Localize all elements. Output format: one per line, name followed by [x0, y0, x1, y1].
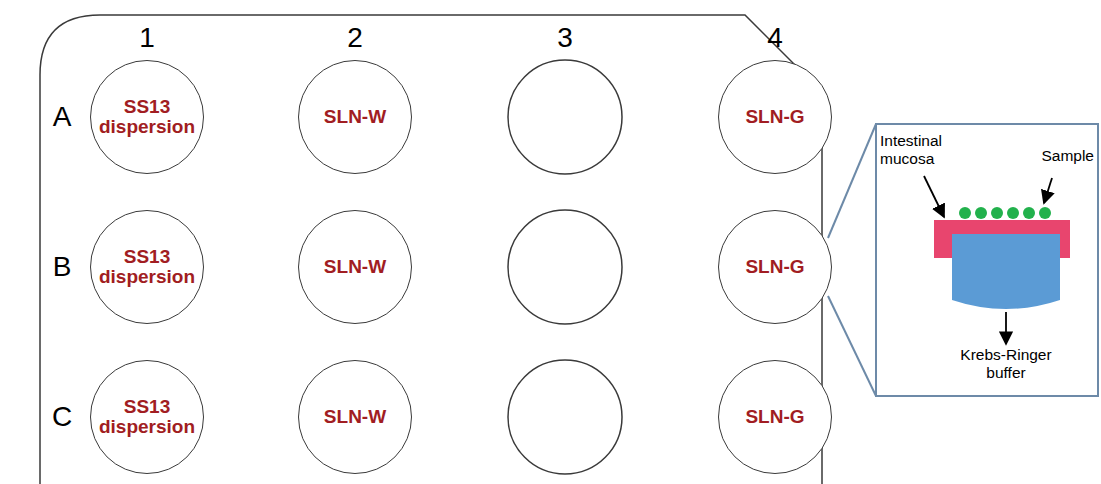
row-letter: A — [53, 101, 72, 133]
sample-name: SS13 dispersion — [95, 97, 199, 137]
empty-well — [508, 210, 622, 324]
plate-outline — [40, 15, 822, 484]
leader-arrow — [1044, 178, 1052, 203]
column-number: 2 — [347, 22, 363, 54]
inset-frame — [876, 124, 1098, 396]
leader-arrow — [1005, 312, 1007, 344]
inset-label: Intestinal mucosa — [880, 132, 966, 168]
empty-well — [508, 60, 622, 174]
leader-arrow — [924, 176, 944, 217]
sample-name: SS13 dispersion — [95, 247, 199, 287]
zoom-line — [828, 124, 876, 238]
zoom-line — [828, 296, 876, 396]
sample-name: SLN-G — [745, 107, 804, 127]
well-circle: SS13 dispersion — [90, 360, 204, 474]
column-number: 4 — [767, 22, 783, 54]
buffer-chamber-top — [952, 234, 1060, 258]
column-number: 3 — [557, 22, 573, 54]
sample-name: SS13 dispersion — [95, 397, 199, 437]
sample-name: SLN-W — [324, 257, 386, 277]
well-circle: SS13 dispersion — [90, 210, 204, 324]
sample-name: SLN-G — [745, 407, 804, 427]
intestinal-mucosa — [934, 220, 1070, 258]
sample-name: SLN-W — [324, 407, 386, 427]
column-number: 1 — [139, 22, 155, 54]
well-circle: SLN-G — [718, 360, 832, 474]
row-letter: B — [53, 251, 72, 283]
well-circle: SLN-G — [718, 60, 832, 174]
well-circle: SLN-W — [298, 60, 412, 174]
empty-well — [508, 360, 622, 474]
sample-dots — [959, 207, 1051, 219]
inset-label: Sample — [1014, 147, 1094, 165]
inset-label: Krebs-Ringer buffer — [956, 346, 1056, 382]
row-letter: C — [52, 401, 72, 433]
well-circle: SS13 dispersion — [90, 60, 204, 174]
sample-name: SLN-G — [745, 257, 804, 277]
well-circle: SLN-W — [298, 210, 412, 324]
well-circle: SLN-W — [298, 360, 412, 474]
well-circle: SLN-G — [718, 210, 832, 324]
sample-name: SLN-W — [324, 107, 386, 127]
